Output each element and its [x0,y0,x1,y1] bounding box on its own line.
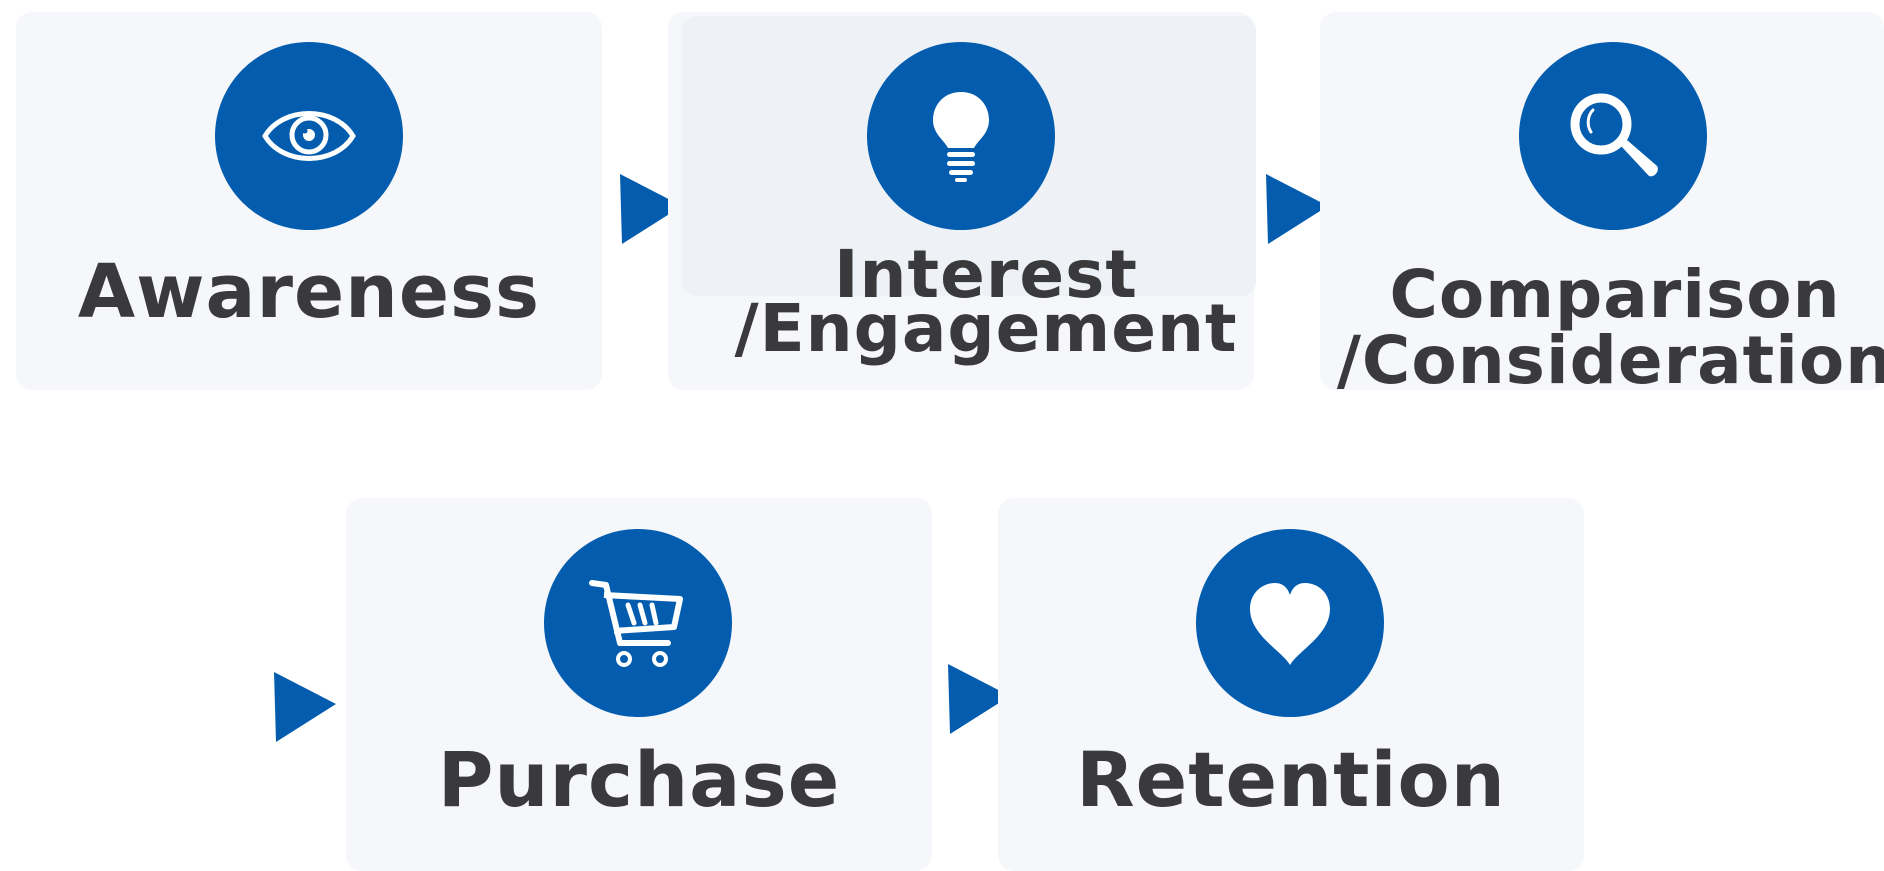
stage-label-awareness: Awareness [77,249,541,335]
lightbulb-icon [926,86,996,186]
flow-arrow-1 [620,174,682,244]
stage-label-comparison: Comparison /Consideration [1336,256,1884,399]
magnifier-icon [1563,86,1663,186]
stage-icon-circle-purchase [544,529,732,717]
stage-icon-circle-retention [1196,529,1384,717]
stage-label-purchase: Purchase [437,735,841,824]
flow-arrow-2 [1266,174,1328,244]
stage-icon-circle-interest [867,42,1055,230]
stage-icon-circle-comparison [1519,42,1707,230]
stage-label-retention: Retention [1076,735,1506,824]
heart-icon [1242,575,1338,671]
stage-icon-circle-awareness [215,42,403,230]
shopping-cart-icon [588,577,688,669]
flow-arrow-3 [274,672,336,742]
eye-icon [261,100,357,172]
stage-label-interest: Interest /Engagement [734,236,1238,367]
flow-arrow-4 [948,664,1010,734]
